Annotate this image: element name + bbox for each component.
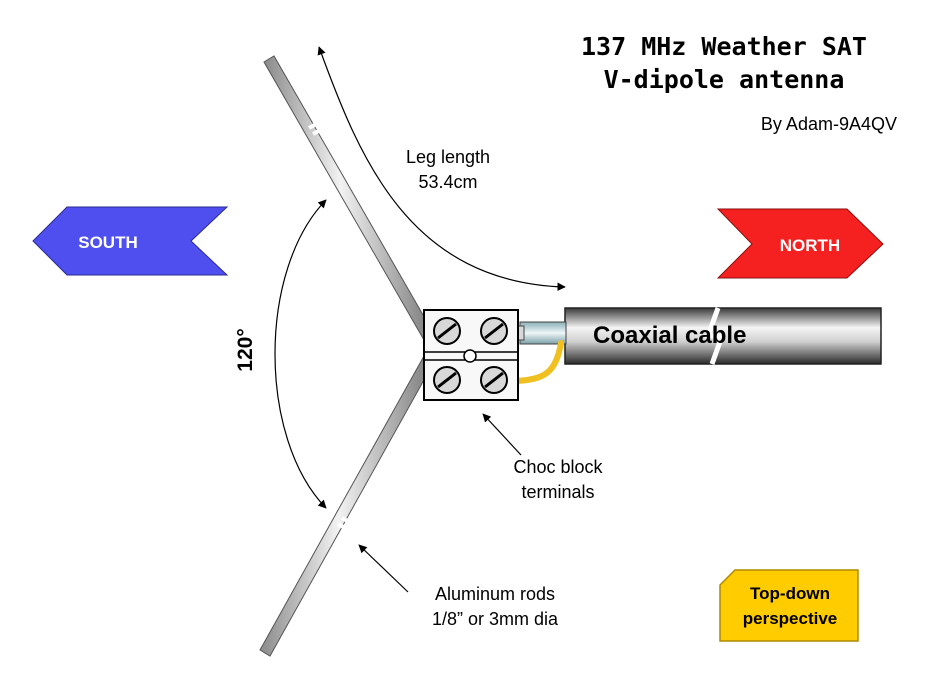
title-line-1: 137 MHz Weather SAT [581,32,867,61]
north-label: NORTH [780,236,840,255]
note-line-1: Top-down [750,584,830,603]
rods-label-line-2: 1/8” or 3mm dia [432,609,559,629]
lower-rod [259,355,435,657]
title-line-2: V-dipole antenna [604,65,845,94]
leg-length-title: Leg length [406,147,490,167]
rods-pointer [358,544,409,593]
slotted-screw-icon [480,366,508,394]
slotted-screw-icon [433,317,461,345]
north-arrow: NORTH [716,208,884,279]
slotted-screw-icon [480,317,508,345]
choc-block-pointer [482,413,522,456]
rods-label-line-1: Aluminum rods [435,584,555,604]
coaxial-cable: Coaxial cable [512,307,882,384]
coax-label: Coaxial cable [593,322,746,349]
south-arrow: SOUTH [32,206,229,276]
leg-length-arrow [317,46,566,291]
author-label: By Adam-9A4QV [761,114,897,134]
angle-arc [274,199,327,509]
upper-rod [263,55,435,341]
leg-length-value: 53.4cm [418,172,477,192]
north-arrow-icon [716,208,884,279]
choc-block [423,309,519,401]
shield-wire [512,340,564,384]
slotted-screw-icon [433,366,461,394]
angle-label: 120° [234,328,257,371]
south-arrow-icon [32,206,229,276]
note-line-2: perspective [743,609,838,628]
south-label: SOUTH [78,233,138,252]
choc-label-line-1: Choc block [513,457,603,477]
choc-label-line-2: terminals [521,482,594,502]
perspective-note: Top-down perspective [719,569,859,642]
